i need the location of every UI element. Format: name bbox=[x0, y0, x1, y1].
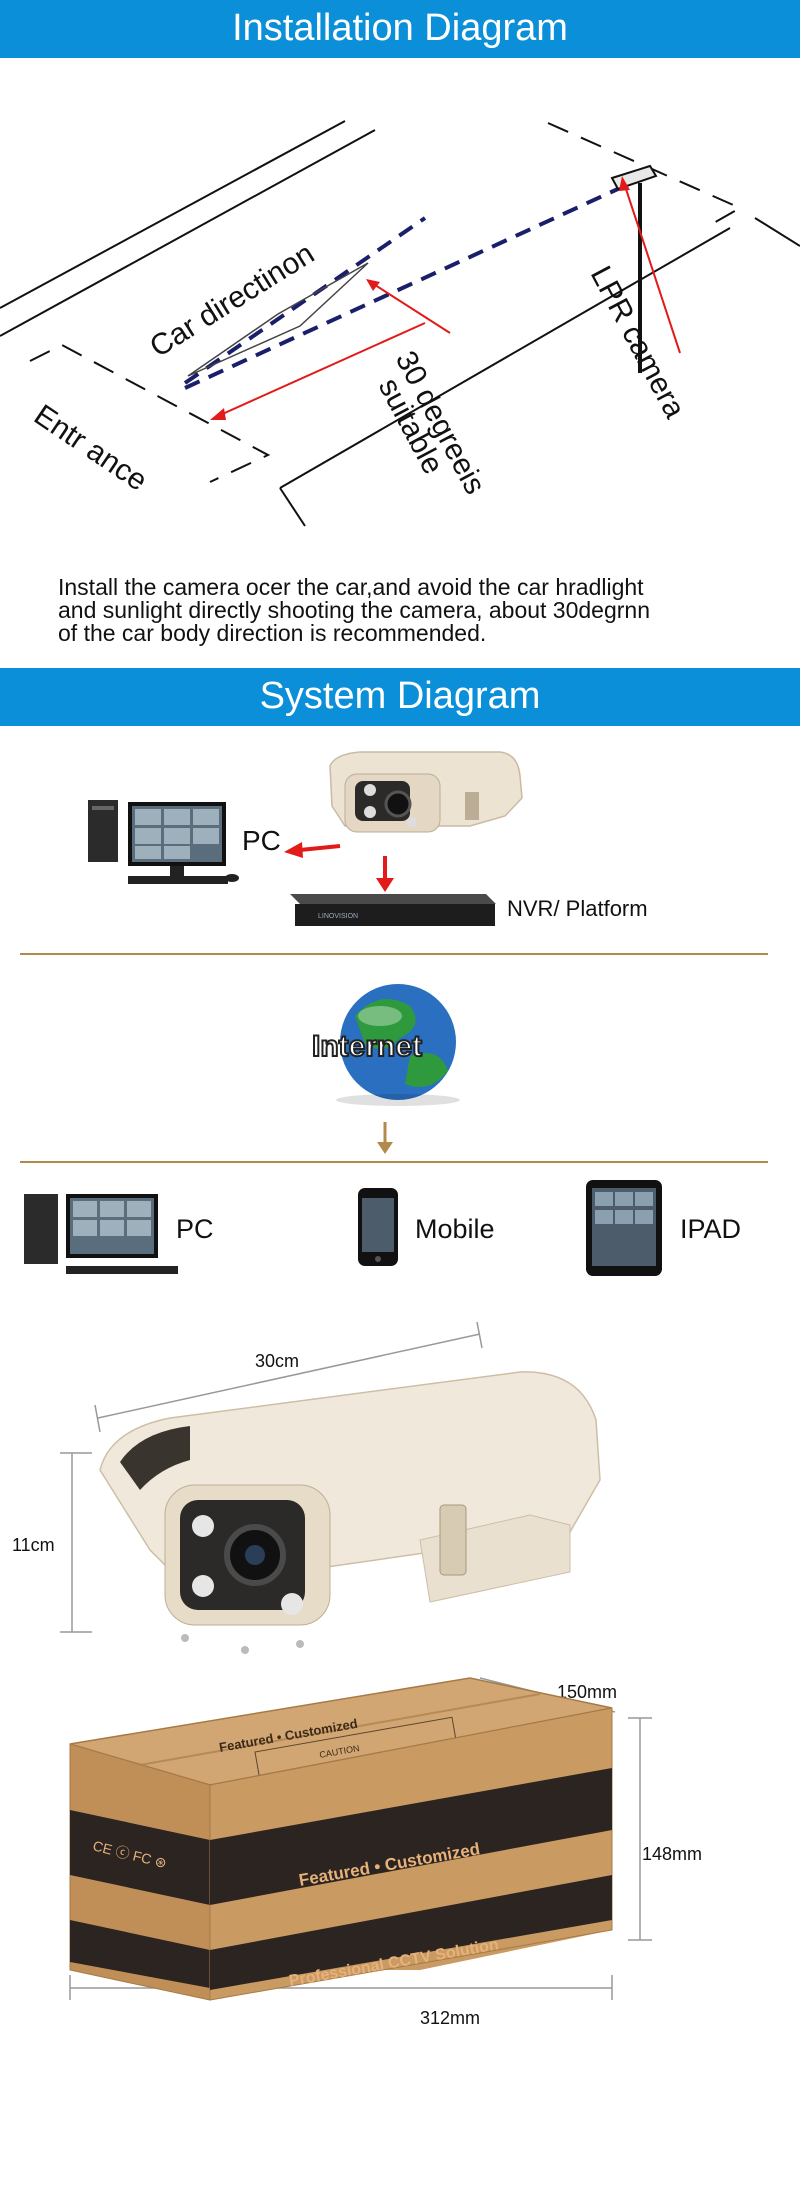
client-label: Mobile bbox=[415, 1214, 495, 1244]
red-arrowheads bbox=[210, 176, 630, 420]
tablet-icon bbox=[586, 1180, 662, 1276]
camera-view-cone bbox=[183, 186, 621, 390]
camera-image bbox=[329, 751, 523, 833]
installation-note: Install the camera ocer the car,and avoi… bbox=[58, 576, 758, 645]
camera-image bbox=[99, 1371, 601, 1654]
client-label: PC bbox=[176, 1214, 214, 1244]
lane-dashes bbox=[29, 122, 743, 483]
installation-banner: Installation Diagram bbox=[0, 0, 800, 58]
width-dimension-line bbox=[94, 1321, 483, 1433]
box-depth-label: 150mm bbox=[557, 1682, 617, 1702]
installation-title: Installation Diagram bbox=[232, 7, 568, 49]
nvr-device-icon: LINOVISION bbox=[290, 894, 496, 926]
nvr-platform-label: NVR/ Platform bbox=[507, 896, 648, 921]
installation-diagram: Car directinon Entr ance 30 degreeis sui… bbox=[0, 120, 800, 527]
system-diagram: PC LINOVISION NVR/ Platform Internet bbox=[20, 751, 768, 1276]
red-arrow-left-icon bbox=[284, 842, 341, 858]
note-line: and sunlight directly shooting the camer… bbox=[58, 597, 651, 623]
system-title: System Diagram bbox=[259, 675, 541, 717]
mobile-phone-icon bbox=[358, 1188, 398, 1266]
nvr-device-text: LINOVISION bbox=[318, 913, 358, 920]
packaging-box: 150mm 148mm 312mm Featured • Customized … bbox=[69, 1677, 702, 2028]
red-arrow-down-icon bbox=[376, 856, 394, 892]
client-pc: PC bbox=[24, 1194, 214, 1274]
note-line: Install the camera ocer the car,and avoi… bbox=[58, 574, 644, 600]
road-lines bbox=[0, 120, 800, 527]
camera-width-label: 30cm bbox=[255, 1351, 299, 1371]
pc-label: PC bbox=[242, 825, 281, 856]
internet-globe-icon bbox=[336, 984, 460, 1106]
client-label: IPAD bbox=[680, 1214, 741, 1244]
internet-label: Internet bbox=[312, 1030, 422, 1063]
desktop-computer-icon bbox=[88, 800, 239, 884]
height-dimension-line bbox=[60, 1452, 92, 1633]
client-mobile: Mobile bbox=[358, 1188, 495, 1266]
box-height-label: 148mm bbox=[642, 1844, 702, 1864]
client-ipad: IPAD bbox=[586, 1180, 741, 1276]
system-banner: System Diagram bbox=[0, 668, 800, 726]
note-line: of the car body direction is recommended… bbox=[58, 620, 487, 646]
entrance-label: Entr ance bbox=[28, 398, 153, 497]
camera-height-label: 11cm bbox=[12, 1535, 55, 1555]
desktop-computer-icon bbox=[24, 1194, 178, 1274]
lpr-camera-icon bbox=[610, 164, 658, 191]
box-length-label: 312mm bbox=[420, 2008, 480, 2028]
camera-dimensions: 30cm 11cm bbox=[12, 1321, 601, 1654]
gold-arrow-down-icon bbox=[377, 1122, 393, 1154]
box-image: Featured • Customized CAUTION Featured •… bbox=[69, 1677, 613, 2001]
car-outline bbox=[187, 262, 369, 377]
lpr-camera-label: LPR camera bbox=[584, 261, 692, 424]
red-arrows bbox=[217, 185, 681, 417]
